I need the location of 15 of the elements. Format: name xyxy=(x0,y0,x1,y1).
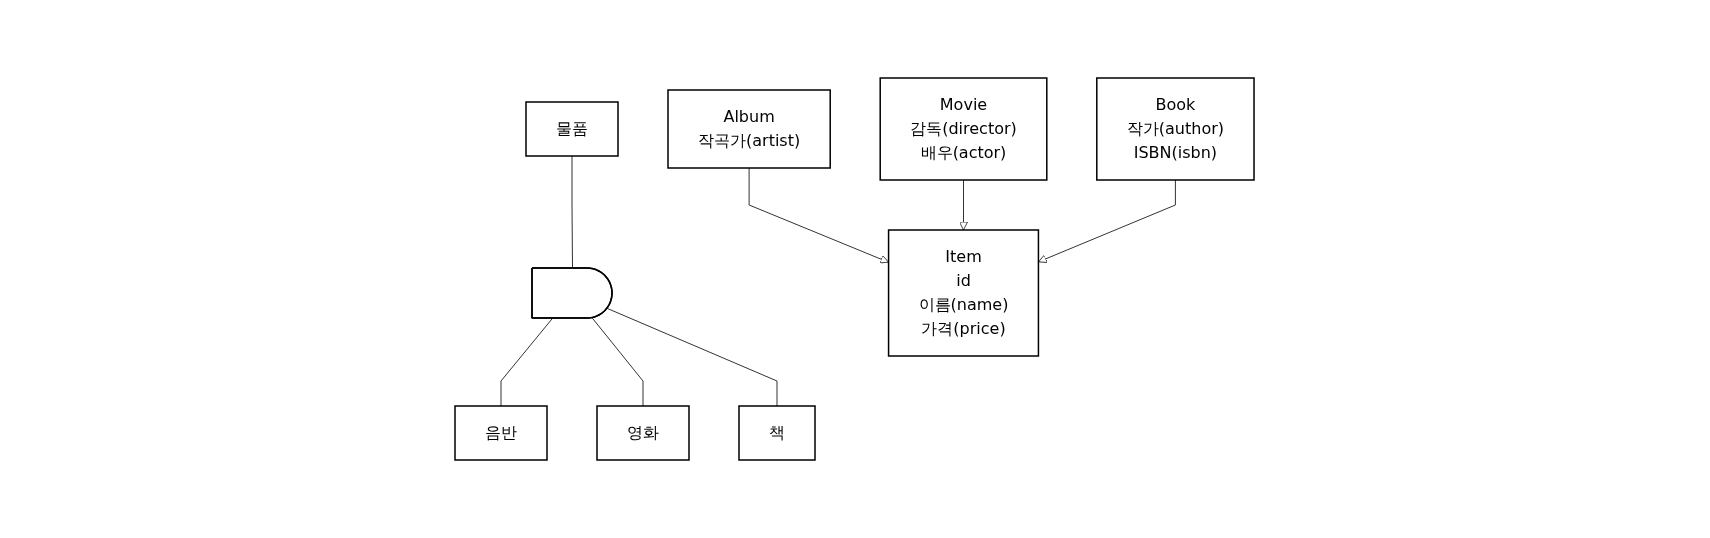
node-box: 책 xyxy=(738,405,817,461)
node-box: Item id 이름(name) 가격(price) xyxy=(888,229,1040,357)
arrow xyxy=(959,179,969,231)
node-box: 영화 xyxy=(596,405,691,461)
node-box: 음반 xyxy=(454,405,549,461)
arrow xyxy=(1038,179,1177,263)
node-box: Album 작곡가(artist) xyxy=(667,89,832,169)
node-box: Book 작가(author) ISBN(isbn) xyxy=(1096,77,1256,181)
connector xyxy=(572,155,574,269)
connector xyxy=(501,318,554,407)
node-box: 물품 xyxy=(525,101,620,157)
node-box: Movie 감독(director) 배우(actor) xyxy=(879,77,1049,181)
connector xyxy=(592,317,644,407)
connector xyxy=(607,308,778,407)
arrow xyxy=(749,167,890,264)
